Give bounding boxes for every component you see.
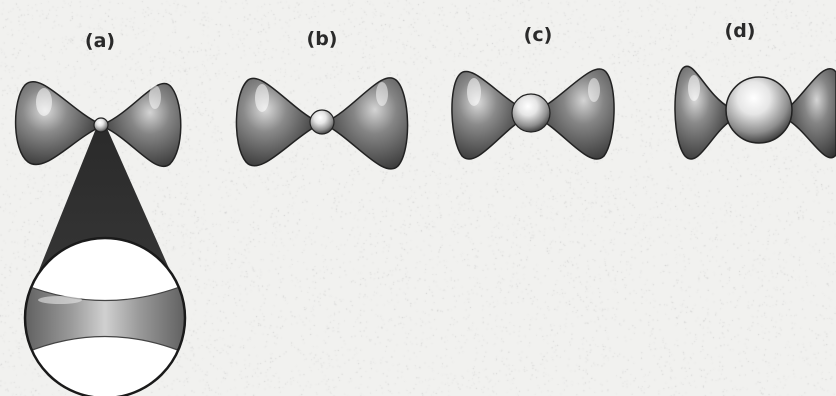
panel-c — [452, 69, 614, 159]
panel-d — [675, 66, 836, 159]
panel-label-d: (d) — [725, 20, 756, 42]
panel-label-b: (b) — [307, 28, 338, 50]
panel-label-a: (a) — [85, 30, 115, 52]
panel-a — [16, 82, 190, 396]
panel-label-c: (c) — [524, 24, 553, 46]
panel-b — [236, 78, 407, 169]
